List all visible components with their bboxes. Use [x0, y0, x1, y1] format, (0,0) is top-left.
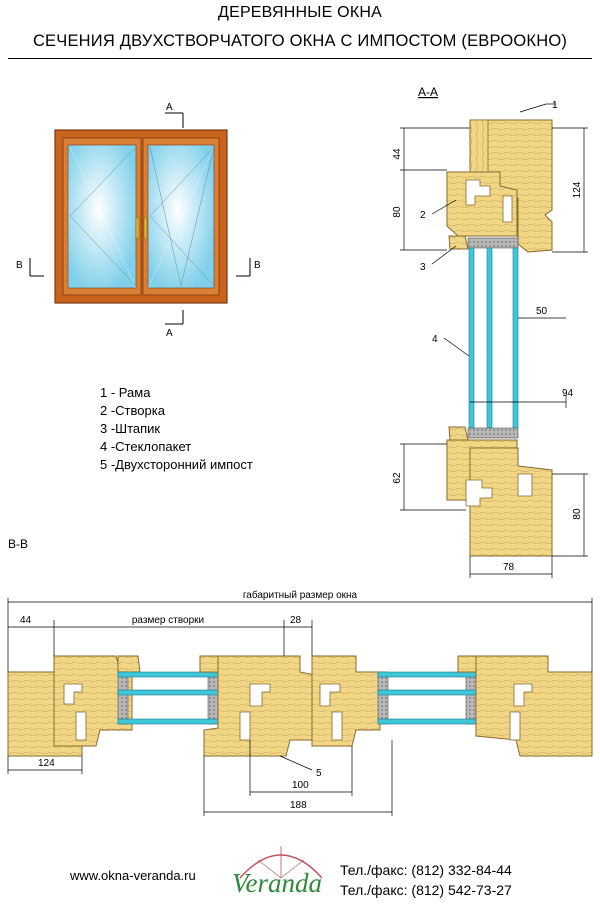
website-link[interactable]: www.okna-veranda.ru [70, 868, 196, 883]
aa-top-sash [446, 171, 518, 237]
aa-callout-2: 2 [420, 210, 426, 221]
bb-glass-pane [117, 671, 219, 678]
section-bb-label: B-B [8, 537, 28, 551]
legend-item: 4 -Стеклопакет [100, 439, 192, 454]
aa-glass-pane [512, 247, 519, 429]
aa-callout-4: 4 [432, 334, 438, 345]
section-b-right: B [254, 260, 261, 271]
handle-icon [143, 217, 148, 239]
aa-dim-62: 62 [392, 472, 403, 484]
handle-icon [135, 217, 140, 239]
aa-callout-3: 3 [420, 262, 426, 273]
aa-bottom-frame [469, 447, 553, 557]
aa-dim-78: 78 [503, 562, 515, 573]
aa-top-bead [448, 235, 469, 250]
legend-item: 5 -Двухсторонний импост [100, 457, 253, 472]
bb-dim-100: 100 [292, 780, 309, 791]
aa-dim-80-top: 80 [392, 206, 403, 218]
bb-right-frame [475, 655, 593, 757]
aa-glass-pane [468, 247, 475, 429]
bb-dim-188: 188 [290, 800, 307, 811]
title-divider [8, 58, 592, 59]
bb-dim-124: 124 [38, 758, 55, 769]
section-b-left: B [16, 260, 23, 271]
aa-callout-1: 1 [552, 100, 558, 111]
veranda-logo-icon [239, 846, 323, 879]
section-a-top: A [166, 102, 173, 113]
bb-left-sash [53, 655, 133, 747]
window-elevation [54, 129, 228, 304]
aa-glass-pane [486, 247, 493, 429]
aa-bottom-bead [448, 426, 469, 441]
bb-glass-pane [117, 718, 219, 725]
legend-item: 2 -Створка [100, 403, 165, 418]
bb-sash-size: размер створки [132, 615, 204, 626]
bb-glass-pane [117, 689, 219, 696]
section-bb: B-B [7, 537, 593, 816]
bb-overall-size: габаритный размер окна [243, 589, 358, 601]
page-title: ДЕРЕВЯННЫЕ ОКНА [218, 4, 382, 21]
section-aa-label: A-A [418, 85, 438, 99]
aa-dim-80-bottom: 80 [572, 508, 583, 520]
brand-logo-text: Veranda [232, 868, 322, 898]
phone-1: Тел./факс: (812) 332-84-44 [340, 862, 512, 878]
legend-item: 3 -Штапик [100, 421, 161, 436]
legend-item: 1 - Рама [100, 385, 151, 400]
aa-dim-94: 94 [562, 388, 574, 399]
section-markers: A A B B [16, 102, 261, 339]
bb-dim-28: 28 [290, 615, 302, 626]
aa-dim-44: 44 [392, 148, 403, 160]
bb-glass-pane [377, 718, 477, 725]
aa-dim-50: 50 [536, 306, 548, 317]
page-subtitle: СЕЧЕНИЯ ДВУХСТВОРЧАТОГО ОКНА С ИМПОСТОМ … [32, 32, 568, 50]
bb-glass-pane [377, 689, 477, 696]
bb-callout-5: 5 [316, 768, 322, 779]
bb-right-sash-a [311, 655, 381, 747]
aa-dim-124: 124 [572, 181, 583, 198]
section-a-bottom: A [166, 328, 173, 339]
section-aa: A-A [392, 85, 588, 578]
bb-dim-44: 44 [20, 615, 32, 626]
phone-2: Тел./факс: (812) 542-73-27 [340, 882, 512, 898]
legend: 1 - Рама 2 -Створка 3 -Штапик 4 -Стеклоп… [100, 384, 253, 474]
bb-glass-pane [377, 671, 477, 678]
